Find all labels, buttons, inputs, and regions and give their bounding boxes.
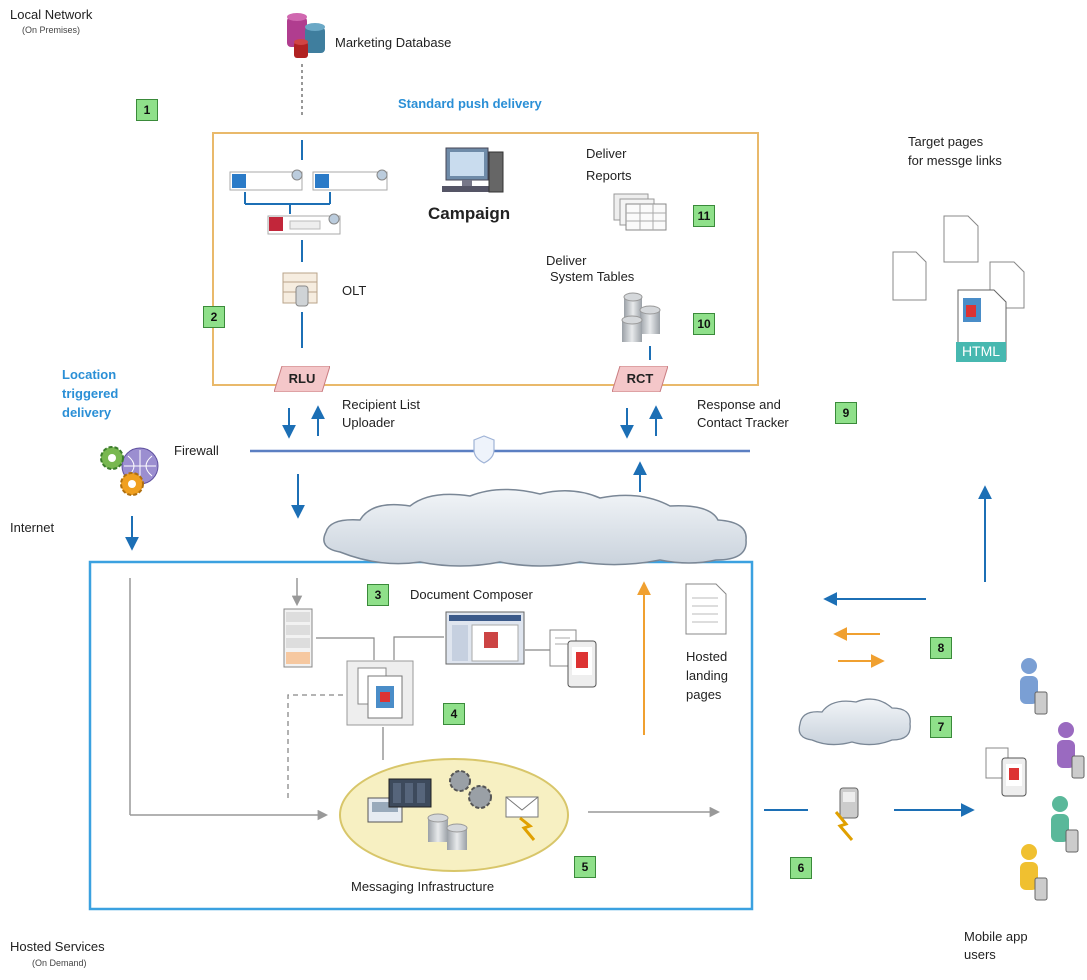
mobile-network-cloud-icon bbox=[798, 698, 911, 746]
internet-cloud-icon bbox=[323, 488, 747, 567]
olt-label: OLT bbox=[342, 283, 367, 298]
hosted-landing-line2: landing bbox=[686, 668, 728, 683]
campaign-label: Campaign bbox=[428, 204, 511, 223]
location-triggered-line3: delivery bbox=[62, 405, 112, 420]
flowchart-node-icon bbox=[267, 213, 341, 235]
recipient-list-line2: Uploader bbox=[342, 415, 395, 430]
flowchart-node-icon bbox=[312, 169, 388, 191]
firewall-shield-icon bbox=[473, 435, 495, 464]
local-campaign-box bbox=[212, 132, 759, 386]
mobile-phone-signal-icon bbox=[834, 787, 859, 841]
hosted-landing-line3: pages bbox=[686, 687, 722, 702]
step-badge-2: 2 bbox=[203, 306, 225, 328]
recipient-list-line1: Recipient List bbox=[342, 397, 421, 412]
deliver-reports-line2: Reports bbox=[586, 168, 632, 183]
deliver-tables-line1: Deliver bbox=[546, 253, 587, 268]
on-premises-label: (On Premises) bbox=[22, 25, 81, 35]
rlu-tag: RLU bbox=[274, 366, 330, 392]
step-badge-7: 7 bbox=[930, 716, 952, 738]
internet-label: Internet bbox=[10, 520, 55, 535]
step-badge-4: 4 bbox=[443, 703, 465, 725]
firewall-label: Firewall bbox=[174, 443, 219, 458]
hosted-landing-line1: Hosted bbox=[686, 649, 728, 664]
step-badge-3: 3 bbox=[367, 584, 389, 606]
mobile-devices-icon bbox=[985, 747, 1027, 797]
location-triggered-line1: Location bbox=[62, 367, 117, 382]
target-pages-line1: Target pages bbox=[908, 134, 984, 149]
deliver-tables-line2: System Tables bbox=[550, 269, 635, 284]
marketing-database-icon bbox=[287, 13, 325, 58]
standard-push-label: Standard push delivery bbox=[398, 96, 542, 111]
location-triggered-line2: triggered bbox=[62, 386, 119, 401]
composer-screen-icon bbox=[445, 611, 525, 665]
server-stack-icon bbox=[283, 608, 313, 668]
documents-devices-icon bbox=[549, 629, 597, 688]
response-tracker-line1: Response and bbox=[697, 397, 781, 412]
document-merge-icon bbox=[346, 660, 414, 726]
mobile-users-line1: Mobile app bbox=[964, 929, 1028, 944]
local-network-label: Local Network bbox=[10, 7, 93, 22]
step-badge-11: 11 bbox=[693, 205, 715, 227]
step-badge-6: 6 bbox=[790, 857, 812, 879]
document-composer-label: Document Composer bbox=[410, 587, 533, 602]
html-badge-label: HTML bbox=[961, 343, 1001, 359]
mobile-user-icon bbox=[1020, 658, 1048, 715]
step-badge-9: 9 bbox=[835, 402, 857, 424]
step-badge-1: 1 bbox=[136, 99, 158, 121]
target-pages-icon bbox=[892, 215, 1025, 361]
html-badge bbox=[956, 342, 1006, 362]
target-pages-line2: for messge links bbox=[908, 153, 1002, 168]
marketing-database-label: Marketing Database bbox=[335, 35, 452, 50]
step-badge-10: 10 bbox=[693, 313, 715, 335]
location-gears-icon bbox=[100, 446, 159, 496]
response-tracker-line2: Contact Tracker bbox=[697, 415, 789, 430]
messaging-infrastructure-label: Messaging Infrastructure bbox=[351, 879, 495, 894]
mobile-user-icon bbox=[1020, 844, 1048, 901]
rlu-label: RLU bbox=[288, 371, 316, 386]
flowchart-node-icon bbox=[229, 169, 303, 191]
system-tables-icon bbox=[621, 292, 661, 342]
olt-table-icon bbox=[282, 272, 318, 307]
hosted-services-label: Hosted Services bbox=[10, 939, 105, 954]
on-demand-label: (On Demand) bbox=[32, 958, 87, 968]
mobile-user-icon bbox=[1057, 722, 1085, 779]
campaign-workstation-icon bbox=[442, 147, 504, 193]
landing-page-doc-icon bbox=[685, 583, 727, 635]
mobile-users-line2: users bbox=[964, 947, 996, 962]
rct-label: RCT bbox=[626, 371, 654, 386]
messaging-servers-icon bbox=[367, 770, 539, 850]
mobile-user-icon bbox=[1051, 796, 1079, 853]
step-badge-5: 5 bbox=[574, 856, 596, 878]
deliver-reports-line1: Deliver bbox=[586, 146, 627, 161]
step-badge-8: 8 bbox=[930, 637, 952, 659]
rct-tag: RCT bbox=[612, 366, 668, 392]
reports-icon bbox=[613, 193, 667, 231]
